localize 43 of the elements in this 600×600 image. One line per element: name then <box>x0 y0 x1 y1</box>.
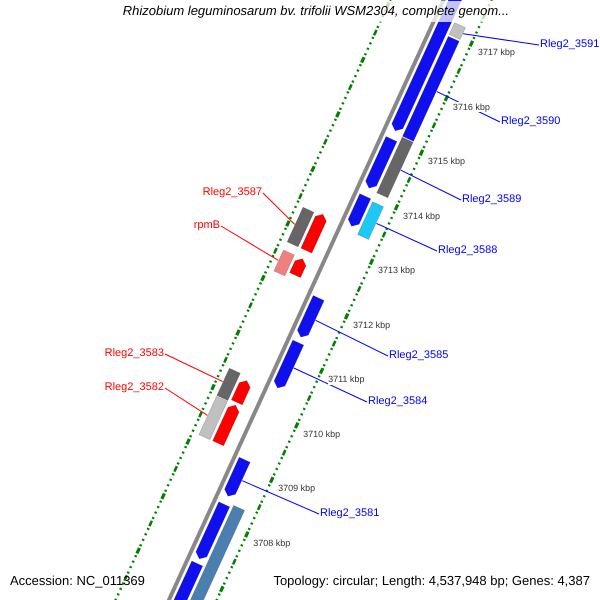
gene-label: Rleg2_3590 <box>501 115 560 128</box>
gene-block <box>274 340 304 388</box>
scale-label: 3708 kbp <box>253 538 290 548</box>
gene-label: Rleg2_3581 <box>320 507 380 520</box>
scale-label: 3710 kbp <box>303 428 340 440</box>
leader-line <box>220 226 279 261</box>
scale-label: 3714 kbp <box>402 210 440 222</box>
gene-block <box>286 206 314 248</box>
gene-label: rpmB <box>194 219 220 232</box>
leader-line <box>242 480 320 514</box>
scale-label: 3712 kbp <box>353 320 390 330</box>
scale-label: 3713 kbp <box>378 265 416 276</box>
scale-label: 3711 kbp <box>328 374 364 385</box>
gene-label: Rleg2_3589 <box>462 193 522 206</box>
gene-label: Rleg2_3587 <box>202 186 262 199</box>
scale-label: 3709 kbp <box>278 483 316 494</box>
leader-line <box>315 320 388 356</box>
gene-block <box>357 201 384 240</box>
gene-block <box>297 295 324 338</box>
gene-block <box>216 368 241 401</box>
gene-label: Rleg2_3588 <box>438 244 498 257</box>
leader-line <box>164 354 224 382</box>
gene-block <box>198 396 228 440</box>
gene-block <box>376 136 414 198</box>
scale-label: 3717 kbp <box>478 47 515 58</box>
leader-line <box>462 33 540 46</box>
leader-line <box>400 170 462 200</box>
leader-line <box>262 192 296 225</box>
scale-label: 3716 kbp <box>452 102 490 112</box>
gene-block <box>448 22 466 40</box>
scale-label: 3715 kbp <box>428 156 465 167</box>
gene-label: Rleg2_3584 <box>368 395 428 408</box>
summary-text: Topology: circular; Length: 4,537,948 bp; Genes: 4,387 <box>273 574 590 589</box>
leader-line <box>293 368 368 402</box>
gene-label: Rleg2_3582 <box>104 381 164 394</box>
gene-label: Rleg2_3585 <box>389 349 448 362</box>
leader-line <box>164 388 208 416</box>
accession-text: Accession: NC_011369 <box>10 574 145 589</box>
gene-label: Rleg2_3583 <box>104 347 164 360</box>
leader-line <box>376 222 438 252</box>
gene-label: Rleg2_3591 <box>540 38 600 51</box>
gene-block <box>274 250 295 276</box>
gene-block <box>224 456 250 497</box>
